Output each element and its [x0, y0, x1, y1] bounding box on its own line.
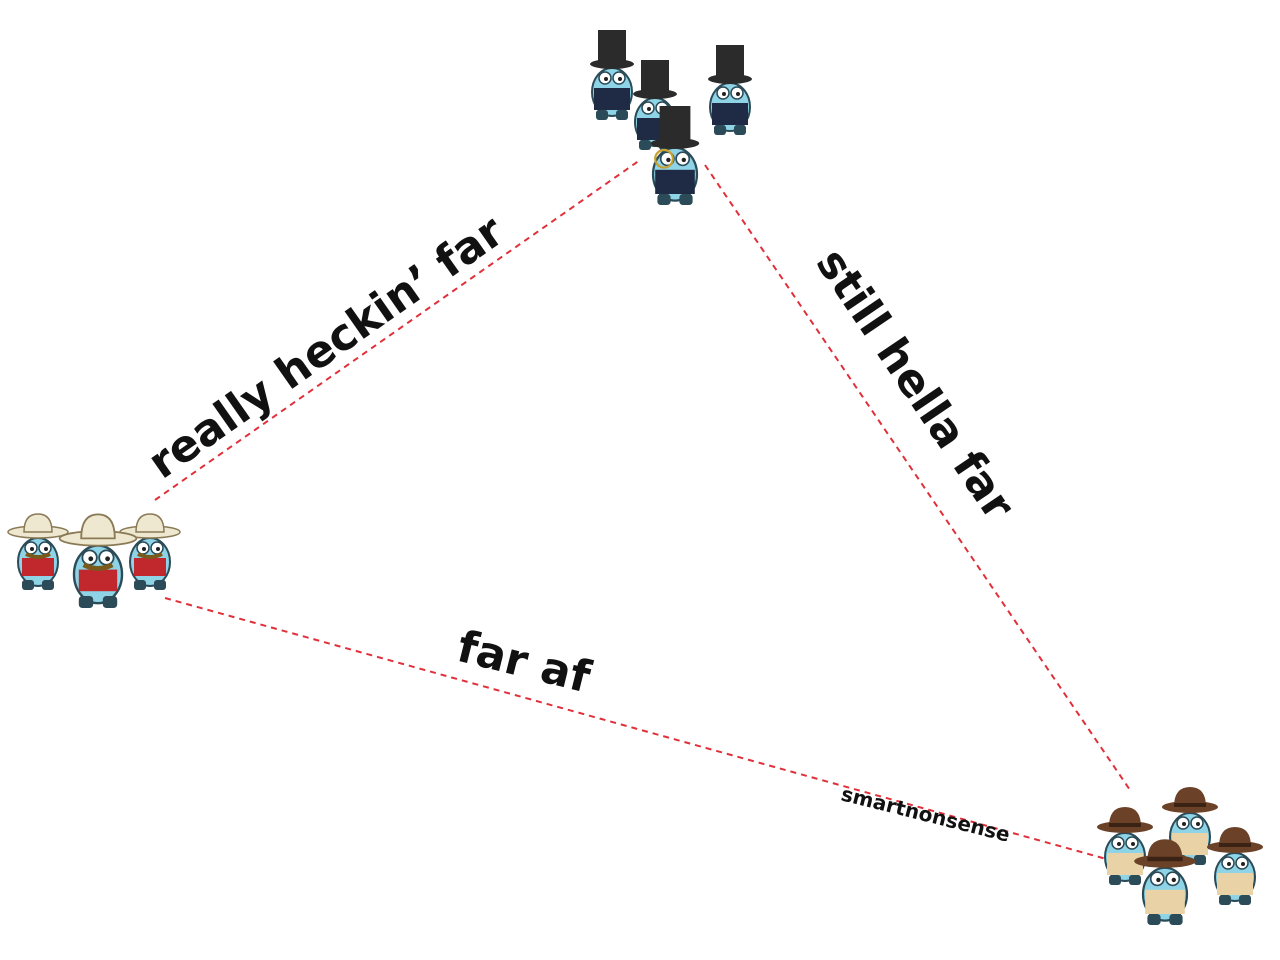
gentlemen-group	[590, 30, 752, 207]
edge-label-left-top: really heckin’ far	[139, 206, 513, 489]
edge-line-left-top	[154, 159, 641, 501]
detective-figure	[1207, 827, 1263, 906]
detective-figure	[1097, 807, 1153, 886]
cowboy-figure	[119, 513, 181, 591]
watermark-text: smartnonsense	[839, 782, 1013, 847]
detective-figure	[1134, 839, 1196, 927]
edge-label-top-right: still hella far	[806, 240, 1024, 530]
gentleman-figure	[708, 45, 752, 136]
cowboy-figure	[58, 513, 138, 610]
cowboys-group	[7, 513, 181, 610]
gentleman-figure	[590, 30, 634, 121]
detectives-group	[1097, 787, 1263, 927]
edge-line-left-right	[164, 597, 1111, 861]
edge-line-top-right	[704, 164, 1131, 791]
gentleman-figure	[650, 106, 700, 207]
cowboy-figure	[7, 513, 69, 591]
detective-figure	[1162, 787, 1218, 866]
edge-label-left-right: far af	[452, 621, 596, 703]
